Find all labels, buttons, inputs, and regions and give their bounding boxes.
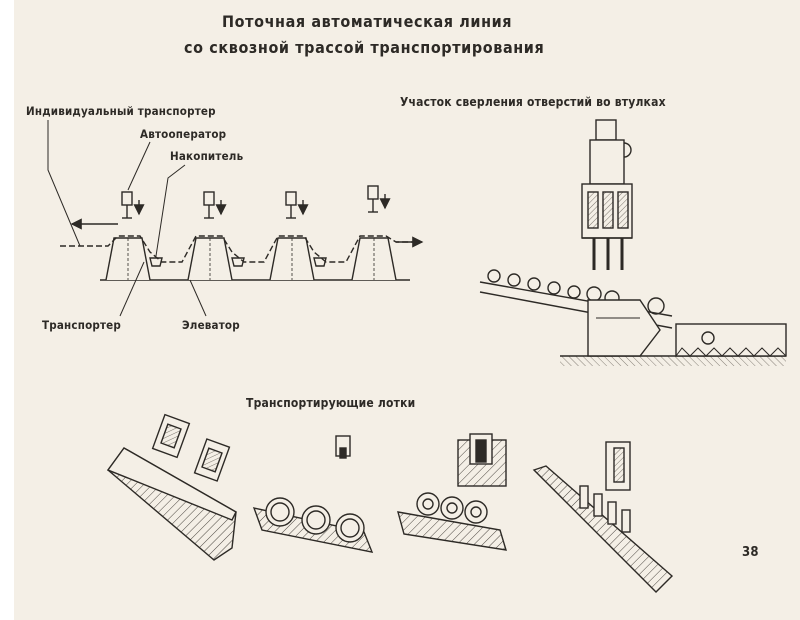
drill-head	[581, 119, 633, 270]
autooperator-3	[285, 191, 309, 219]
page-number: 38	[742, 545, 759, 560]
machine-base	[587, 299, 661, 357]
station-2	[187, 237, 233, 281]
autooperator-1	[121, 191, 145, 219]
autooperator-2	[203, 191, 227, 219]
drilling-section-title: Участок сверления отверстий во втулках	[400, 95, 666, 109]
leader-lines	[47, 120, 207, 317]
tray-4	[532, 441, 674, 593]
label-individual-transporter: Индивидуальный транспортер	[26, 104, 216, 118]
main-title-line-2: со сквозной трассой транспортирования	[184, 38, 545, 57]
autooperator-4	[367, 185, 391, 213]
label-conveyor: Транспортер	[42, 318, 122, 332]
page-margin	[0, 0, 14, 620]
station-1	[105, 237, 151, 281]
output-conveyor	[675, 323, 787, 357]
transport-line-scheme	[47, 120, 424, 317]
output-part	[701, 331, 715, 345]
floor-hatch	[560, 356, 786, 366]
label-elevator: Элеватор	[182, 318, 240, 332]
transport-trays-title: Транспортирующие лотки	[246, 396, 416, 410]
label-accumulator: Накопитель	[170, 149, 244, 163]
tray-1	[106, 413, 237, 561]
tray-2	[252, 435, 374, 553]
flow-path	[60, 235, 418, 263]
main-title-line-1: Поточная автоматическая линия	[222, 12, 513, 31]
station-3	[269, 237, 315, 281]
label-autooperator: Автооператор	[140, 127, 227, 141]
transport-trays-drawing	[106, 413, 674, 593]
station-4	[351, 237, 397, 281]
tray-3	[397, 433, 507, 551]
drilling-section-drawing	[479, 119, 787, 366]
